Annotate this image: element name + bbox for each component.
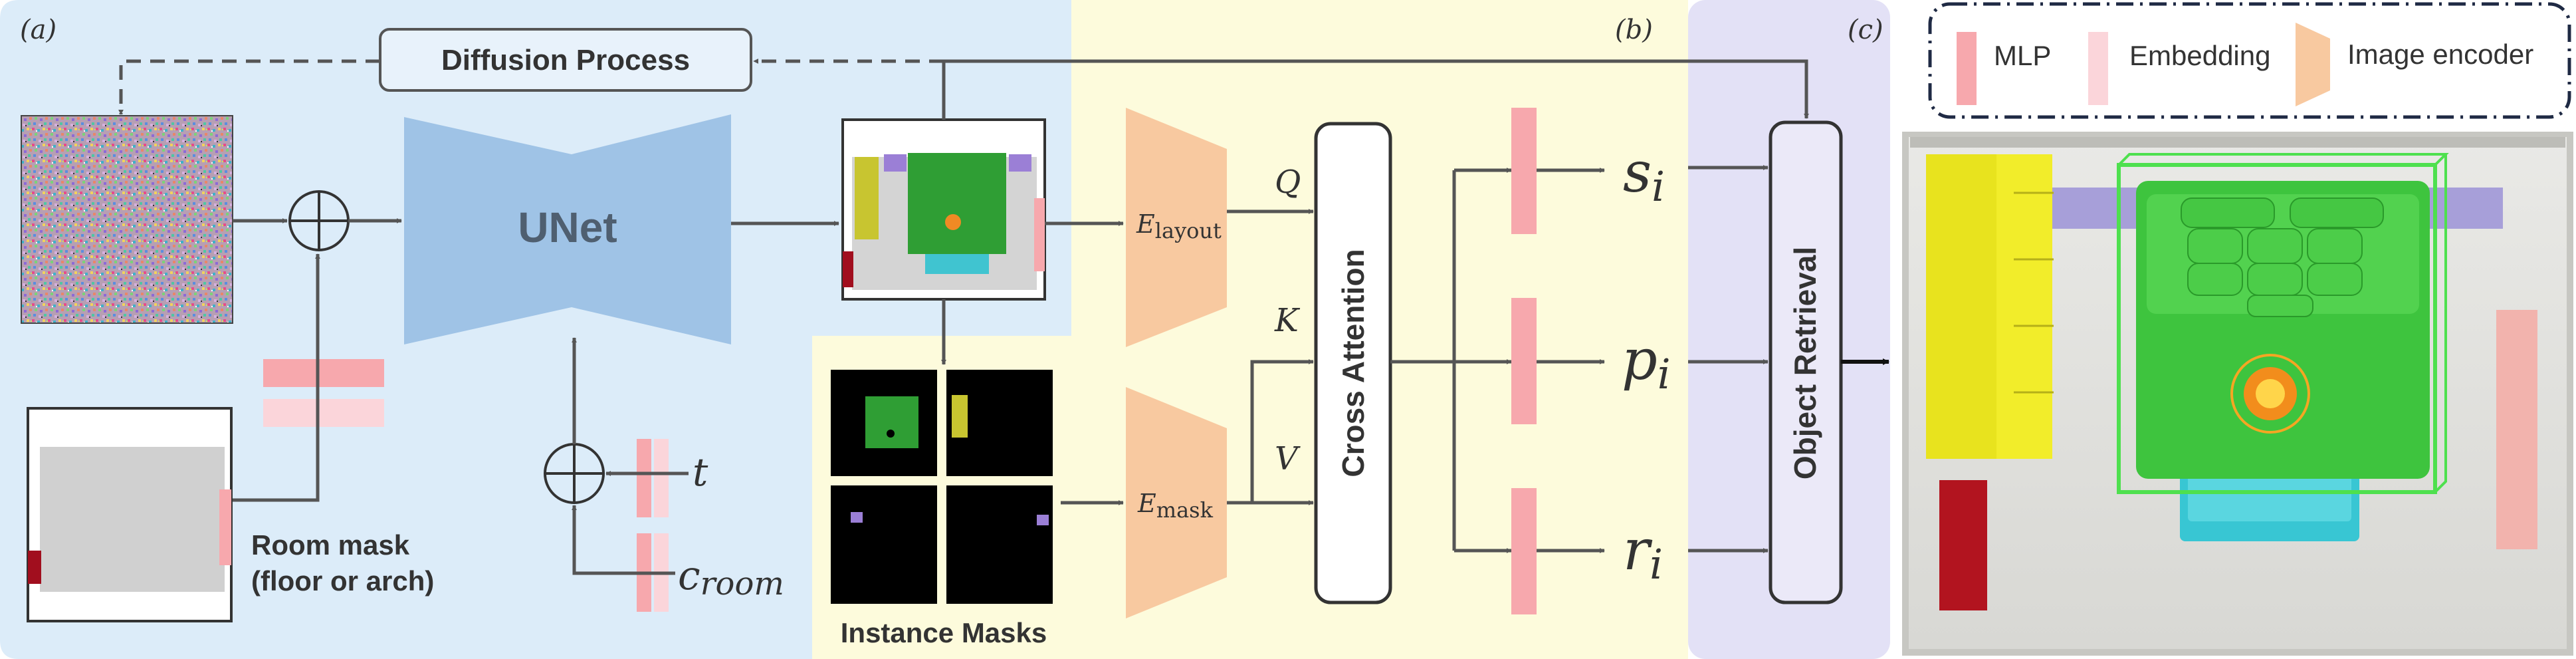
instance-mask-2-wardrobe [952,395,968,438]
diffusion-process-label: Diffusion Process [441,44,690,76]
k-label: K [1274,302,1301,339]
layout-nightstand-right [1009,154,1031,172]
room-embedding-bar [263,399,384,427]
rendered-room [1902,132,2573,656]
layout-nightstand-left [884,154,907,172]
layout-encoder [1126,108,1227,347]
mlp-r-bar [1511,488,1537,614]
add-operator-1 [288,190,350,251]
instance-mask-4 [946,485,1053,604]
v-label: V [1275,440,1301,477]
layout-door [843,251,853,287]
arrow-croom-to-add [572,505,675,575]
instance-mask-1-bed [865,396,918,448]
render-door [1939,480,1987,610]
layout-encoder-label: Elayout [1136,209,1222,243]
panel-c-label: (c) [1848,15,1883,45]
add-operator-2 [544,443,605,504]
layout-wardrobe [855,157,879,239]
legend-embedding-label: Embedding [2129,40,2270,71]
q-label: Q [1275,164,1301,201]
layout-bench [925,254,989,274]
mask-encoder [1126,387,1227,618]
room-mask-door [28,551,41,584]
instance-masks-label: Instance Masks [841,617,1047,648]
output-s-label: si [1623,140,1665,211]
arrow-k [1227,359,1314,505]
legend-mlp-label: MLP [1994,40,2051,71]
instance-mask-1-dot [887,430,895,438]
panel-b-label: (b) [1615,15,1653,45]
instance-mask-3 [831,485,937,604]
mask-encoder-label: Emask [1137,489,1214,523]
instance-mask-3-nightstand [851,512,863,523]
instance-mask-4-nightstand [1037,515,1049,525]
t-label: t [693,450,708,495]
legend-mlp-swatch [1957,32,1977,105]
legend-image-encoder-swatch [2296,23,2330,106]
noise-image [21,115,233,324]
layout-window [1034,198,1045,271]
arrow-layout-to-retrieval [944,59,1809,119]
room-mask-window [219,489,231,565]
t-mlp-bar [637,439,651,517]
unet-label: UNet [518,203,617,251]
cross-attention-label: Cross Attention [1336,249,1370,477]
legend-embedding-swatch [2088,32,2108,105]
output-r-label: ri [1623,517,1663,589]
mlp-s-bar [1511,108,1537,234]
t-embedding-bar [654,439,669,517]
room-mask-label: Room mask [251,529,410,561]
legend-image-encoder-label: Image encoder [2347,39,2533,70]
object-retrieval-label: Object Retrieval [1788,247,1822,479]
dashed-arrow-to-noise [118,59,380,115]
room-mask-sublabel: (floor or arch) [251,565,434,596]
arrow-room-to-add [230,253,320,502]
room-mask-floor [40,447,225,592]
panel-a-background [0,0,1071,659]
layout-lamp [945,214,961,230]
output-p-label: pi [1622,327,1671,398]
panel-a-label: (a) [20,15,56,45]
mlp-p-bar [1511,298,1537,424]
c-room-label: croom [678,553,784,602]
layout-bed [908,153,1006,254]
room-mlp-bar [263,359,384,387]
unet-block [404,114,731,344]
render-window [2496,310,2537,549]
